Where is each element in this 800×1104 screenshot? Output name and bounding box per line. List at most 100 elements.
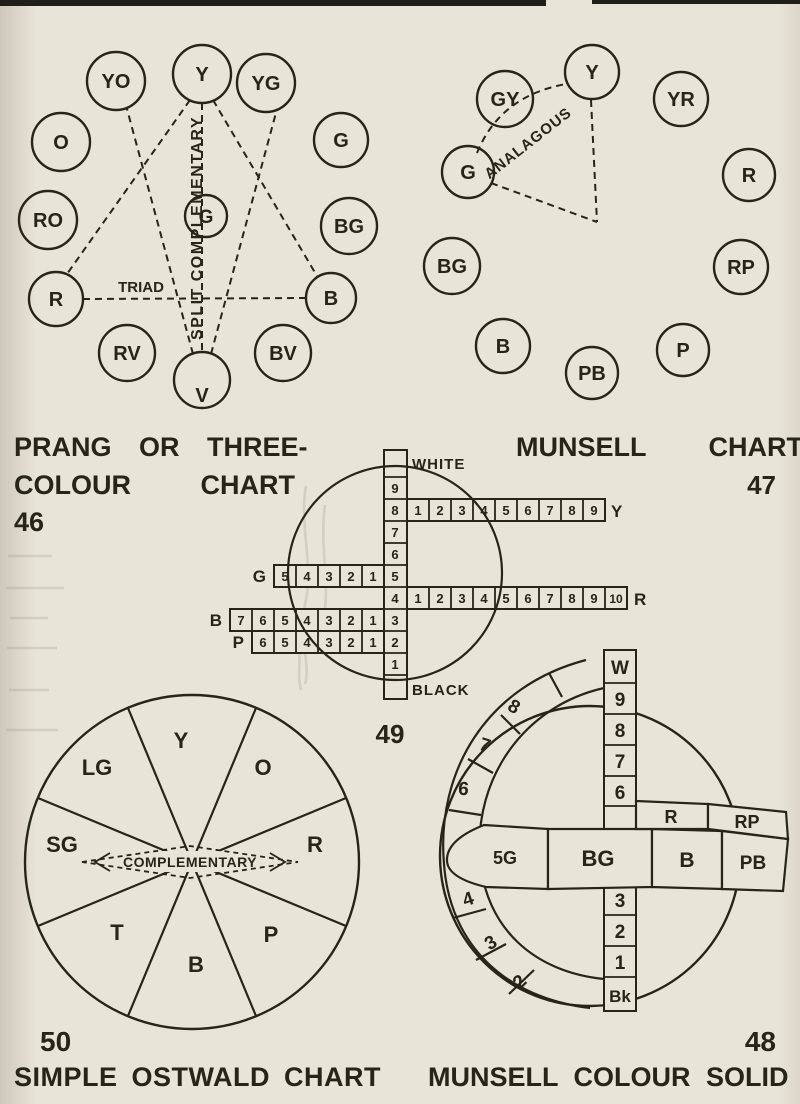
prang-node-bv: BV <box>253 323 313 383</box>
pole-upper-dividers <box>604 682 636 807</box>
munsell-node-bg: BG <box>422 236 482 296</box>
node-label: G <box>199 207 214 228</box>
belt-cell-5g <box>445 823 550 891</box>
hue-row-label-b: B <box>210 611 222 630</box>
scale-cell: 8 <box>568 591 575 606</box>
pole-bottom-label: Bk <box>609 987 631 1006</box>
value-scale-figure-number: 49 <box>376 719 405 749</box>
scale-cell: 6 <box>391 547 398 562</box>
meridian-step: 6 <box>457 779 469 801</box>
pole-step: 3 <box>615 891 626 912</box>
belt-label-5g: 5G <box>493 848 517 868</box>
hue-row-y-dividers <box>428 499 584 521</box>
scale-cell: 1 <box>414 503 421 518</box>
meridian-step: 8 <box>504 695 524 718</box>
hue-row-y <box>406 498 606 522</box>
complementary-label: COMPLEMENTARY <box>123 854 257 870</box>
scale-cell: 4 <box>480 503 488 518</box>
munsell-chart-figure: ANALAGOUS GY Y YR G R BG RP B P PB <box>422 43 777 401</box>
node-label: O <box>53 132 69 154</box>
node-label: RO <box>33 210 63 232</box>
hue-row-b-dividers <box>251 609 363 631</box>
scale-cell: 3 <box>325 635 332 650</box>
munsell-node-rp: RP <box>712 238 770 296</box>
value-column-dividers <box>384 476 407 676</box>
pole-step: 8 <box>615 721 626 742</box>
prang-node-y: Y <box>171 43 233 105</box>
scale-cell: 3 <box>325 569 332 584</box>
prang-node-bg: BG <box>319 196 379 256</box>
node-label: RP <box>727 257 755 279</box>
ostwald-figure-number: 50 <box>40 1026 71 1057</box>
prang-node-g: G <box>312 111 370 169</box>
scale-cell: 10 <box>609 592 623 606</box>
page-top-edge-right <box>592 0 800 4</box>
scale-cell: 1 <box>391 657 398 672</box>
sector-label-sg: SG <box>46 832 78 857</box>
node-label: B <box>496 336 510 358</box>
scale-cell: 2 <box>347 613 354 628</box>
prang-node-b: B <box>304 271 358 325</box>
munsell-chart-title: MUNSELL CHART <box>516 432 800 462</box>
meridian-step: 3 <box>481 932 501 955</box>
belt-label-rp: RP <box>734 812 759 832</box>
munsell-node-g: G <box>440 144 496 200</box>
prang-node-rv: RV <box>97 323 157 383</box>
complementary-arrow-right <box>269 852 287 872</box>
pole-step: 6 <box>615 783 626 804</box>
scale-cell: 4 <box>303 635 311 650</box>
munsell-node-b: B <box>474 317 532 375</box>
sector-label-lg: LG <box>82 755 113 780</box>
scale-cell: 5 <box>502 503 509 518</box>
scale-cell: 4 <box>303 613 311 628</box>
scale-cell: 7 <box>391 525 398 540</box>
node-label: RV <box>113 343 141 365</box>
value-pole-column: W 9 8 7 6 3 2 1 Bk <box>603 649 637 1012</box>
belt-label-r: R <box>665 807 678 827</box>
munsell-node-pb: PB <box>564 345 620 401</box>
scale-cell: 5 <box>281 635 288 650</box>
pole-step: 2 <box>615 922 626 943</box>
triad-label: TRIAD <box>118 279 164 296</box>
belt-label-b: B <box>679 849 694 872</box>
pole-top-label: W <box>611 658 629 679</box>
scale-cell: 5 <box>502 591 509 606</box>
scale-cell: 3 <box>391 613 398 628</box>
sector-label-b: B <box>188 952 204 977</box>
node-label: YG <box>252 73 281 95</box>
node-label: R <box>742 165 757 187</box>
hue-row-g-dividers <box>295 565 363 587</box>
triad-line-r-b <box>82 297 307 300</box>
scale-cell: 1 <box>369 635 376 650</box>
hue-row-label-y: Y <box>611 502 623 521</box>
pole-upper-column <box>603 649 637 831</box>
munsell-solid-title: MUNSELL COLOUR SOLID <box>428 1062 789 1092</box>
sector-label-p: P <box>264 922 279 947</box>
scale-cell: 5 <box>281 613 288 628</box>
pole-step: 7 <box>615 752 626 773</box>
meridian-step: 4 <box>460 888 477 911</box>
scale-cell: 4 <box>303 569 311 584</box>
white-label: WHITE <box>412 456 465 473</box>
ostwald-title: SIMPLE OSTWALD CHART <box>14 1062 381 1092</box>
scale-cell: 1 <box>369 569 376 584</box>
meridian-step: 7 <box>476 734 493 757</box>
scale-cell: 5 <box>281 569 288 584</box>
prang-chart-figure: TRIAD SPLIT COMPLEMENTARY YO Y YG O G RO… <box>17 43 379 410</box>
scale-cell: 7 <box>546 503 553 518</box>
belt-label-bg: BG <box>582 846 615 871</box>
node-label: R <box>49 289 64 311</box>
node-label: GY <box>491 89 521 111</box>
pole-lower-dividers <box>604 914 636 978</box>
scale-cell: 4 <box>480 591 488 606</box>
node-label: G <box>333 130 349 152</box>
prang-title-line2: COLOUR CHART <box>14 470 295 500</box>
scale-cell: 4 <box>391 591 399 606</box>
prang-title-line1: PRANG OR THREE- <box>14 432 308 462</box>
scale-cell: 3 <box>325 613 332 628</box>
node-label: G <box>460 162 476 184</box>
scale-cell: 9 <box>391 481 398 496</box>
node-label: P <box>676 340 689 362</box>
scale-cell: 2 <box>436 591 443 606</box>
